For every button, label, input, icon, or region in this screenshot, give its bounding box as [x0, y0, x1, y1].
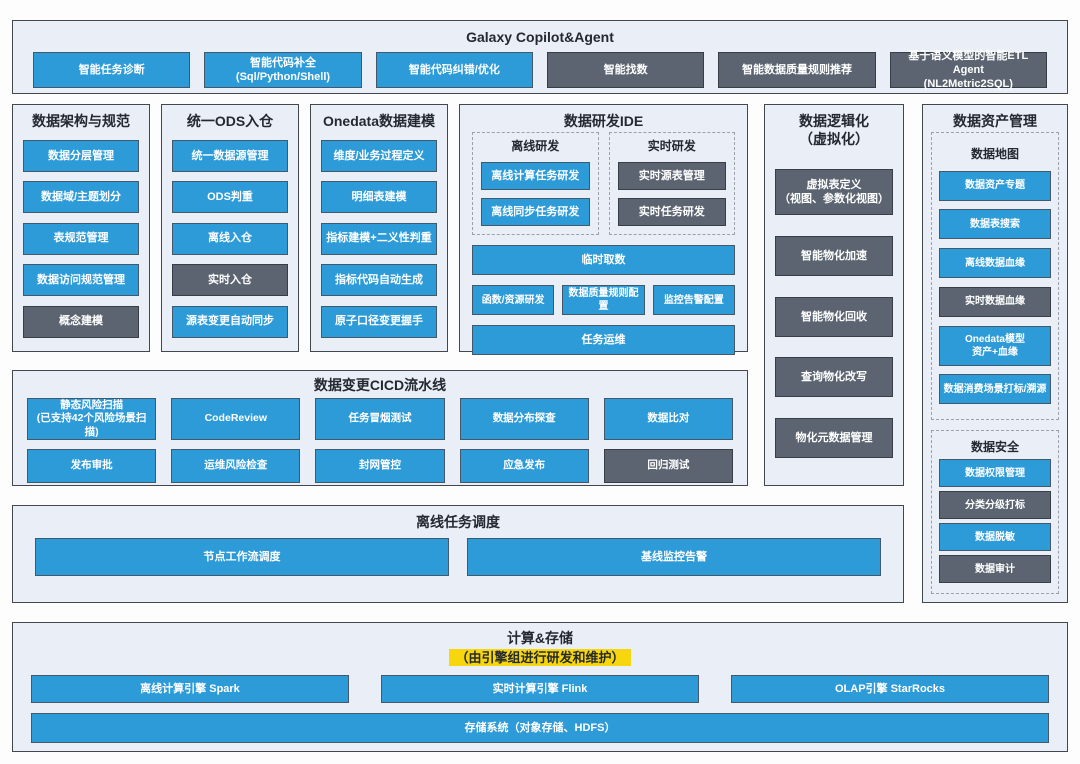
block-data-distribution-profiling: 数据分布探查 — [459, 398, 589, 441]
offline-dev-title: 离线研发 — [511, 139, 560, 154]
galaxy-copilot-title: Galaxy Copilot&Agent — [466, 29, 614, 45]
panel-data-asset-mgmt: 数据资产管理 数据地图 数据资产专题 数据表搜索 离线数据血缘 实时数据血缘 O… — [922, 104, 1068, 603]
block-realtime-source-table-mgmt: 实时源表管理 — [617, 162, 726, 191]
block-offline-ingestion: 离线入仓 — [172, 222, 288, 255]
block-dimension-process-definition: 维度/业务过程定义 — [321, 139, 437, 172]
block-smart-materialization-recycle: 智能物化回收 — [775, 296, 893, 337]
block-starrocks-engine: OLAP引擎 StarRocks — [731, 675, 1049, 704]
group-offline-dev: 离线研发 离线计算任务研发 离线同步任务研发 — [472, 132, 599, 236]
block-storage-system: 存储系统（对象存储、HDFS） — [31, 713, 1049, 744]
panel-onedata-modeling: Onedata数据建模 维度/业务过程定义 明细表建模 指标建模+二义性判重 指… — [310, 104, 448, 352]
panel-cicd-pipeline: 数据变更CICD流水线 静态风险扫描 (已支持42个风险场景扫描) CodeRe… — [12, 370, 748, 486]
block-baseline-monitor-alert: 基线监控告警 — [467, 538, 881, 577]
data-map-title: 数据地图 — [970, 146, 1019, 161]
block-unified-datasource-mgmt: 统一数据源管理 — [172, 139, 288, 172]
block-emergency-release: 应急发布 — [459, 449, 589, 484]
group-data-security: 数据安全 数据权限管理 分类分级打标 数据脱敏 数据审计 — [931, 430, 1059, 594]
block-smart-task-diagnosis: 智能任务诊断 — [33, 52, 191, 89]
block-data-asset-topics: 数据资产专题 — [939, 170, 1051, 201]
compute-storage-title: 计算&存储 — [506, 630, 574, 646]
block-data-permission-mgmt: 数据权限管理 — [939, 459, 1051, 488]
block-data-domain-topic-division: 数据域/主题划分 — [23, 181, 139, 214]
block-realtime-ingestion: 实时入仓 — [172, 264, 288, 297]
panel-compute-storage: 计算&存储 （由引擎组进行研发和维护） 离线计算引擎 Spark 实时计算引擎 … — [12, 622, 1068, 752]
data-asset-mgmt-title: 数据资产管理 — [953, 113, 1037, 129]
block-onedata-model-asset-lineage: Onedata模型 资产+血缘 — [939, 325, 1051, 366]
block-data-access-standard-mgmt: 数据访问规范管理 — [23, 264, 139, 297]
block-smart-code-completion: 智能代码补全 (Sql/Python/Shell) — [204, 52, 362, 89]
block-release-approval: 发布审批 — [27, 449, 157, 484]
block-realtime-task-dev: 实时任务研发 — [617, 198, 726, 227]
panel-galaxy-copilot-agent: Galaxy Copilot&Agent 智能任务诊断 智能代码补全 (Sql/… — [12, 20, 1068, 94]
block-function-resource-dev: 函数/资源研发 — [472, 285, 555, 316]
block-table-search: 数据表搜索 — [939, 209, 1051, 240]
data-dev-ide-title: 数据研发IDE — [563, 113, 644, 129]
block-source-table-change-sync: 源表变更自动同步 — [172, 305, 288, 338]
data-security-title: 数据安全 — [970, 440, 1019, 455]
block-ops-risk-check: 运维风险检查 — [171, 449, 301, 484]
block-spark-engine: 离线计算引擎 Spark — [31, 675, 349, 704]
block-adhoc-query: 临时取数 — [472, 245, 735, 276]
block-classification-grading-tagging: 分类分级打标 — [939, 491, 1051, 520]
block-data-masking: 数据脱敏 — [939, 523, 1051, 552]
block-semantic-etl-agent: 基于语义模型的智能ETL Agent (NL2Metric2SQL) — [889, 50, 1047, 90]
data-logicalization-title: 数据逻辑化 （虚拟化） — [799, 113, 869, 148]
block-ods-dedup: ODS判重 — [172, 181, 288, 214]
block-task-smoke-test: 任务冒烟测试 — [315, 398, 445, 441]
unified-ods-title: 统一ODS入仓 — [186, 113, 274, 129]
block-concept-modeling: 概念建模 — [23, 305, 139, 338]
block-table-standard-mgmt: 表规范管理 — [23, 222, 139, 255]
block-data-layering-mgmt: 数据分层管理 — [23, 139, 139, 172]
block-materialization-metadata-mgmt: 物化元数据管理 — [775, 418, 893, 459]
group-realtime-dev: 实时研发 实时源表管理 实时任务研发 — [608, 132, 735, 236]
block-smart-code-correction: 智能代码纠错/优化 — [375, 52, 533, 89]
block-node-workflow-scheduling: 节点工作流调度 — [35, 538, 449, 577]
block-flink-engine: 实时计算引擎 Flink — [381, 675, 699, 704]
block-static-risk-scan: 静态风险扫描 (已支持42个风险场景扫描) — [27, 398, 157, 441]
block-offline-data-lineage: 离线数据血缘 — [939, 248, 1051, 279]
block-monitor-alert-config: 监控告警配置 — [652, 285, 735, 316]
block-detail-table-modeling: 明细表建模 — [321, 181, 437, 214]
block-network-freeze-control: 封网管控 — [315, 449, 445, 484]
galaxy-copilot-button-row: 智能任务诊断 智能代码补全 (Sql/Python/Shell) 智能代码纠错/… — [13, 46, 1067, 90]
realtime-dev-title: 实时研发 — [647, 139, 696, 154]
block-metric-modeling-dedup: 指标建模+二义性判重 — [321, 222, 437, 255]
compute-storage-subtitle-row: （由引擎组进行研发和维护） — [13, 649, 1067, 667]
block-atomic-caliber-change-handshake: 原子口径变更握手 — [321, 305, 437, 338]
block-smart-data-finding: 智能找数 — [546, 52, 705, 89]
block-smart-dq-rule-recommendation: 智能数据质量规则推荐 — [718, 52, 876, 89]
block-data-consumption-tagging: 数据消费场景打标/溯源 — [939, 374, 1051, 405]
block-smart-materialization-acceleration: 智能物化加速 — [775, 235, 893, 276]
block-query-materialization-rewrite: 查询物化改写 — [775, 357, 893, 398]
block-task-ops: 任务运维 — [472, 325, 735, 356]
block-offline-compute-task-dev: 离线计算任务研发 — [481, 162, 590, 191]
cicd-title: 数据变更CICD流水线 — [313, 377, 447, 393]
panel-data-dev-ide: 数据研发IDE 离线研发 离线计算任务研发 离线同步任务研发 — [459, 104, 748, 356]
offline-task-scheduling-title: 离线任务调度 — [416, 514, 500, 530]
block-code-review: CodeReview — [171, 398, 301, 441]
panel-unified-ods-ingestion: 统一ODS入仓 统一数据源管理 ODS判重 离线入仓 实时入仓 源表变更自动同步 — [161, 104, 299, 352]
onedata-modeling-title: Onedata数据建模 — [322, 113, 435, 129]
group-data-map: 数据地图 数据资产专题 数据表搜索 离线数据血缘 实时数据血缘 Onedata模… — [931, 132, 1059, 421]
panel-offline-task-scheduling: 离线任务调度 节点工作流调度 基线监控告警 — [12, 505, 904, 603]
block-metric-code-autogen: 指标代码自动生成 — [321, 264, 437, 297]
block-realtime-data-lineage: 实时数据血缘 — [939, 286, 1051, 317]
block-offline-sync-task-dev: 离线同步任务研发 — [481, 198, 590, 227]
engine-team-highlight: （由引擎组进行研发和维护） — [449, 649, 631, 667]
block-regression-test: 回归测试 — [603, 449, 733, 484]
block-data-comparison: 数据比对 — [603, 398, 733, 441]
panel-data-logicalization: 数据逻辑化 （虚拟化） 虚拟表定义 （视图、参数化视图） 智能物化加速 智能物化… — [764, 104, 904, 486]
block-data-audit: 数据审计 — [939, 555, 1051, 584]
block-virtual-table-definition: 虚拟表定义 （视图、参数化视图） — [775, 169, 893, 216]
data-architecture-title: 数据架构与规范 — [32, 113, 130, 129]
block-dq-rule-config: 数据质量规则配置 — [562, 285, 645, 316]
panel-data-architecture: 数据架构与规范 数据分层管理 数据域/主题划分 表规范管理 数据访问规范管理 概… — [12, 104, 150, 352]
